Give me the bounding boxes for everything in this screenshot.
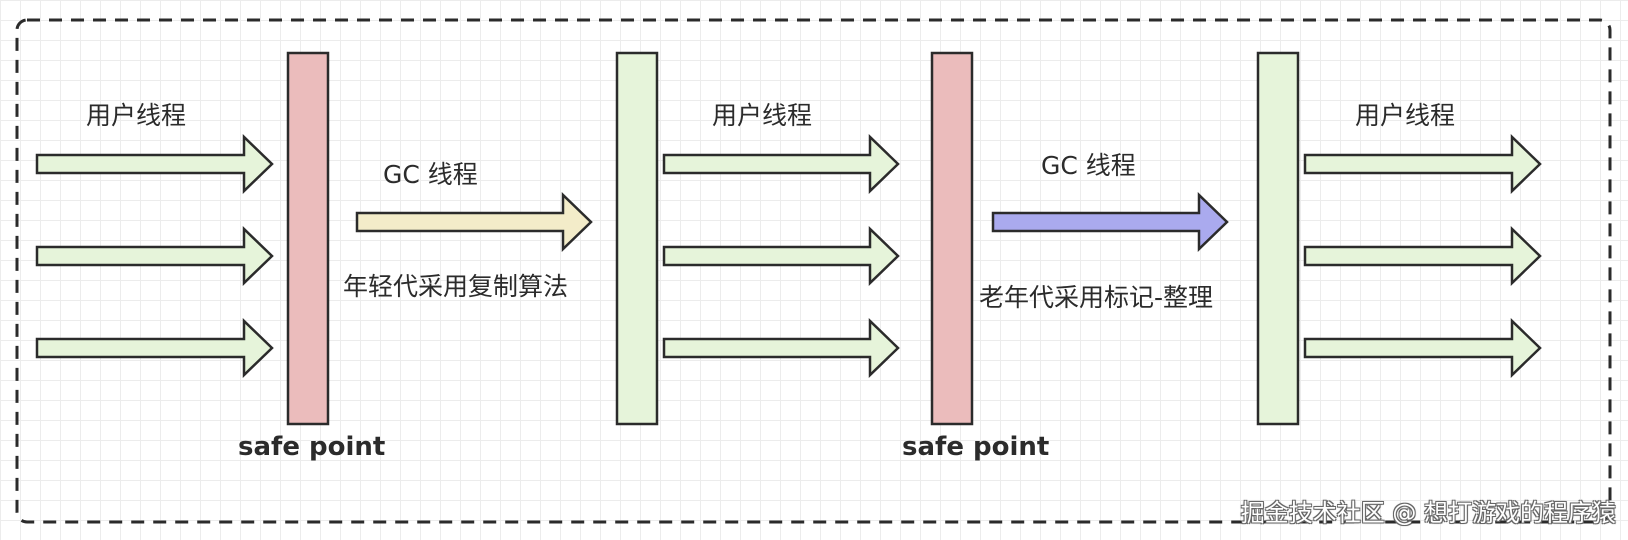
old-gen-mark-compact-note: 老年代采用标记-整理	[979, 283, 1214, 312]
safe-point-label-1: safe point	[238, 432, 386, 462]
user-thread-arrow-left-2	[35, 226, 274, 286]
user-thread-arrow-left-3	[35, 318, 274, 378]
young-gen-copy-note: 年轻代采用复制算法	[343, 272, 569, 301]
gc-thread-label-2: GC 线程	[1041, 151, 1136, 180]
safe-point-label-2: safe point	[902, 432, 1050, 462]
user-thread-arrow-mid-3	[662, 318, 900, 378]
gc-thread-arrow-old	[991, 192, 1229, 252]
safe-point-bar-1	[286, 51, 330, 426]
resume-bar-2	[1256, 51, 1300, 426]
safe-point-bar-2	[930, 51, 974, 426]
user-thread-arrow-left-1	[35, 134, 274, 194]
dashed-frame	[15, 18, 1612, 524]
user-thread-arrow-right-3	[1303, 318, 1542, 378]
resume-bar-1	[615, 51, 659, 426]
watermark: 掘金技术社区 @ 想打游戏的程序猿	[1240, 499, 1616, 527]
user-thread-label-1: 用户线程	[86, 101, 187, 130]
user-thread-label-2: 用户线程	[712, 101, 813, 130]
user-thread-arrow-mid-1	[662, 134, 900, 194]
user-thread-label-3: 用户线程	[1355, 101, 1456, 130]
user-thread-arrow-right-1	[1303, 134, 1542, 194]
user-thread-arrow-right-2	[1303, 226, 1542, 286]
user-thread-arrow-mid-2	[662, 226, 900, 286]
gc-thread-arrow-young	[355, 192, 593, 252]
gc-thread-label-1: GC 线程	[383, 160, 478, 189]
